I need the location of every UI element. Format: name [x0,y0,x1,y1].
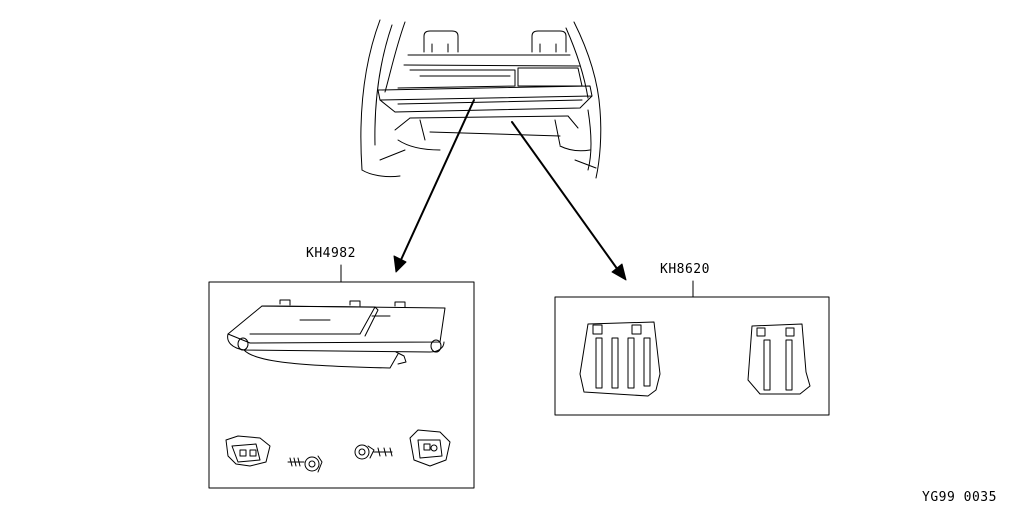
tonneau-cover-illustration [227,299,446,369]
bracket-left-illustration [225,435,271,467]
arrowhead-left [393,255,407,273]
arrowhead-right [611,263,627,281]
leader-arrow-left [399,99,475,263]
figure-code: YG99 0035 [922,490,997,505]
floor-mat-left-illustration [579,321,661,397]
part-box-left [208,264,475,489]
bracket-right-illustration [409,429,451,467]
leader-arrows [393,99,627,281]
part-box-right [554,280,830,416]
bolt-illustration [354,444,393,460]
screw-illustration [287,455,323,473]
vehicle-cargo-area-illustration [360,19,602,179]
floor-mat-right-illustration [747,323,811,395]
leader-arrow-right [511,121,619,271]
part-number-label: KH4982 [306,246,356,261]
part-number-label: KH8620 [660,262,710,277]
